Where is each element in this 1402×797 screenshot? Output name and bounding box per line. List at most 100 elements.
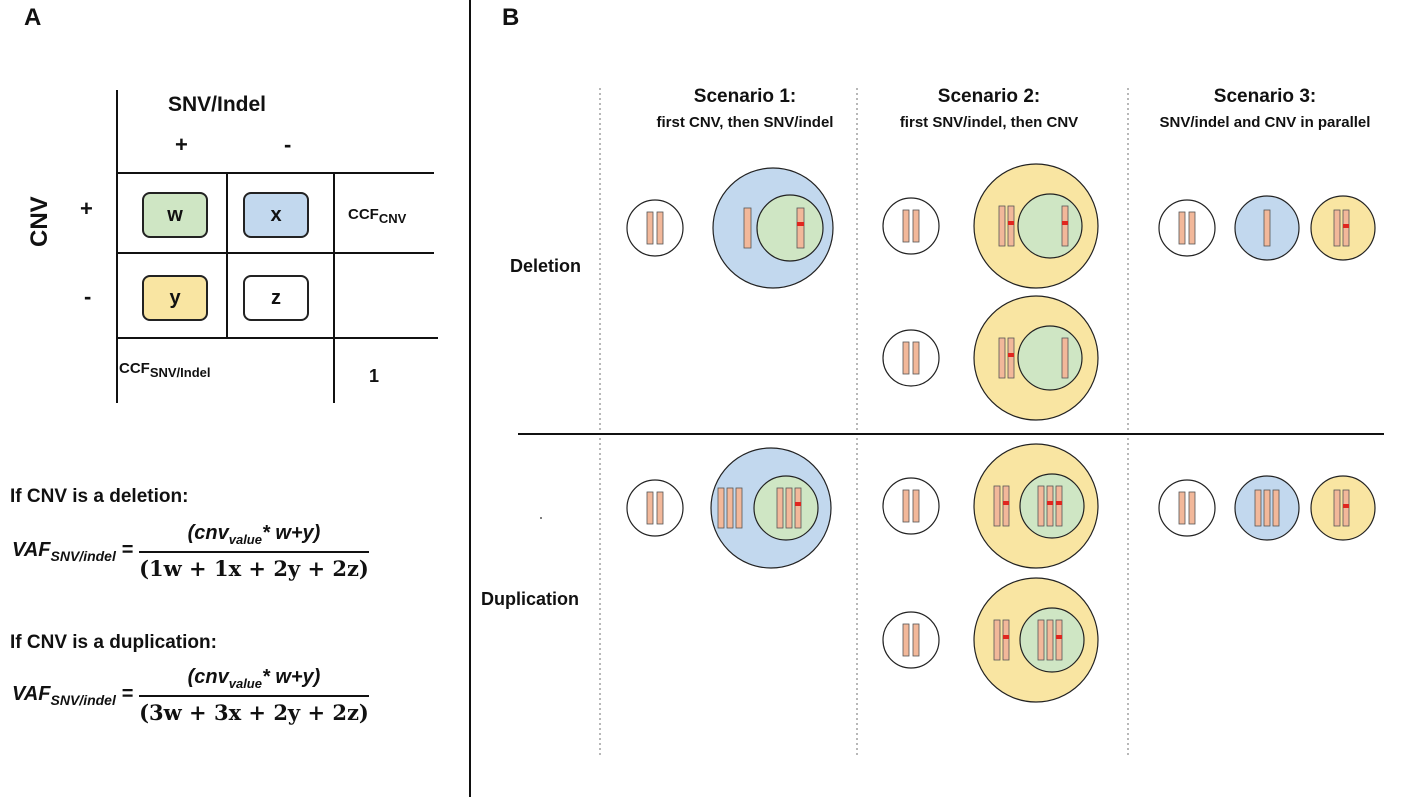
chromosome — [1254, 489, 1262, 527]
panel-label-b: B — [502, 4, 520, 31]
chromosome — [1002, 485, 1010, 527]
chromosome — [656, 491, 664, 525]
s1-del-normal-cell — [626, 199, 684, 257]
scenario-2-title: Scenario 2: — [937, 86, 1041, 107]
deletion-heading: If CNV is a deletion: — [10, 486, 189, 507]
mutation-mark — [795, 502, 801, 506]
mutation-mark — [1008, 353, 1014, 357]
s3-del-normal-cell — [1158, 199, 1216, 257]
deletion-lhs-sub: SNV/indel — [50, 548, 116, 564]
deletion-num-rest: * w+y) — [261, 522, 321, 544]
mutation-mark — [1056, 501, 1062, 505]
ccf-snv-label: CCFSNV/Indel — [119, 360, 211, 380]
chromosome — [1188, 491, 1196, 525]
chromosome — [1333, 489, 1341, 527]
panel-label-a: A — [24, 4, 42, 31]
chromosome — [902, 489, 910, 523]
mutation-mark — [797, 222, 804, 226]
chromosome — [1055, 619, 1063, 661]
duplication-lhs-sub: SNV/indel — [50, 692, 116, 708]
chromosome — [1272, 489, 1280, 527]
table-col-minus: - — [284, 132, 292, 157]
chromosome — [1046, 485, 1054, 527]
deletion-lhs-main: VAF — [12, 539, 51, 561]
table-line-middle — [226, 172, 228, 338]
mutation-mark — [1062, 221, 1068, 225]
mutation-mark — [1343, 504, 1349, 508]
chromosome — [1333, 209, 1341, 247]
chromosome — [912, 209, 920, 243]
chromosome — [776, 487, 784, 529]
scenario-3-subtitle: SNV/indel and CNV in parallel — [1159, 114, 1371, 131]
chromosome — [1046, 619, 1054, 661]
table-line-top — [116, 172, 434, 174]
s1-dup-normal-cell — [626, 479, 684, 537]
s2-del-green-subclone-1 — [1017, 193, 1083, 259]
table-col-header: SNV/Indel — [168, 93, 267, 116]
duplication-fraction-bar — [139, 695, 369, 697]
mutation-mark — [1003, 635, 1009, 639]
s2-del-green-subclone-2 — [1017, 325, 1083, 391]
table-line-bottom — [116, 337, 438, 339]
chromosome — [717, 487, 725, 529]
duplication-num-rest: * w+y) — [261, 666, 321, 688]
s2-dup-normal-cell-1 — [882, 477, 940, 535]
deletion-formula-lhs: VAFSNV/indel = — [12, 539, 134, 564]
chromosome — [1061, 205, 1069, 247]
deletion-num-open: (cnv — [187, 522, 229, 544]
duplication-numerator: (cnvvalue* w+y) — [180, 666, 329, 695]
chromosome — [998, 337, 1006, 379]
chromosome — [1263, 209, 1271, 247]
total-value: 1 — [369, 366, 380, 386]
chromosome — [1061, 337, 1069, 379]
table-row-minus: - — [84, 284, 92, 309]
deletion-num-sub: value — [228, 532, 262, 547]
ccf-cnv-label: CCFCNV — [348, 206, 406, 226]
deletion-formula: VAFSNV/indel = (cnvvalue* w+y) (1w + 1x … — [12, 522, 369, 581]
s1-del-green-subclone — [756, 194, 824, 262]
s2-del-normal-cell-2 — [882, 329, 940, 387]
mutation-mark — [1047, 501, 1053, 505]
chromosome — [743, 207, 752, 249]
chromosome — [912, 341, 920, 375]
ccf-snv-sub: SNV/Indel — [149, 365, 211, 380]
chromosome — [1002, 619, 1010, 661]
chromosome — [1178, 211, 1186, 245]
chromosome — [726, 487, 734, 529]
chromosome — [998, 205, 1006, 247]
duplication-formula: VAFSNV/indel = (cnvvalue* w+y) (3w + 3x … — [12, 666, 369, 725]
cell-w: w — [142, 192, 208, 238]
chromosome — [1007, 337, 1015, 379]
mutation-mark — [1008, 221, 1014, 225]
chromosome — [1007, 205, 1015, 247]
deletion-numerator: (cnvvalue* w+y) — [180, 522, 329, 551]
chromosome — [646, 211, 654, 245]
row-label-deletion: Deletion — [510, 256, 582, 276]
mutation-mark — [1056, 635, 1062, 639]
mutation-mark — [1003, 501, 1009, 505]
deletion-denominator: (1w + 1x + 2y + 2z) — [139, 556, 369, 581]
chromosome — [1188, 211, 1196, 245]
cell-y: y — [142, 275, 208, 321]
cell-z: z — [243, 275, 309, 321]
scenario-1-subtitle: first CNV, then SNV/indel — [656, 114, 834, 131]
scenario-1-header: Scenario 1: first CNV, then SNV/indel — [615, 86, 875, 131]
chromosome — [993, 485, 1001, 527]
chromosome — [993, 619, 1001, 661]
chromosome — [1178, 491, 1186, 525]
chromosome — [646, 491, 654, 525]
chromosome — [735, 487, 743, 529]
chromosome — [902, 623, 910, 657]
duplication-denominator: (3w + 3x + 2y + 2z) — [139, 700, 369, 725]
chromosome — [785, 487, 793, 529]
duplication-num-sub: value — [228, 676, 262, 691]
ccf-snv-main: CCF — [119, 360, 150, 377]
scenario-2-subtitle: first SNV/indel, then CNV — [899, 114, 1079, 131]
duplication-heading: If CNV is a duplication: — [10, 632, 217, 653]
deletion-fraction-bar — [139, 551, 369, 553]
duplication-num-open: (cnv — [187, 666, 229, 688]
duplication-formula-lhs: VAFSNV/indel = — [12, 683, 134, 708]
cell-x: x — [243, 192, 309, 238]
chromosome — [912, 489, 920, 523]
